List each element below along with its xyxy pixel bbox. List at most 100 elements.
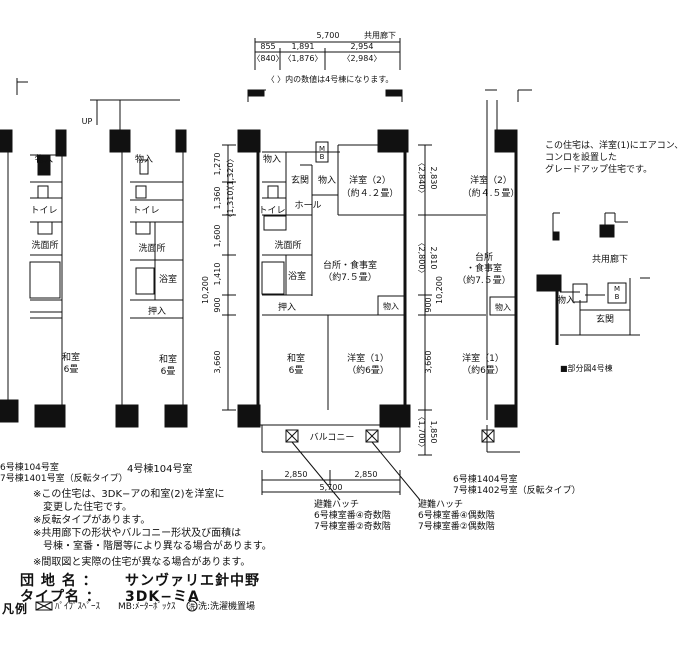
room-monoire-main: 物入 [263, 153, 281, 165]
notes-block: ※この住宅は、3DK−アの和室(2)を洋室に 変更した住宅です。 ※反転タイプが… [33, 489, 272, 552]
room-oshiire-104: 押入 [148, 305, 166, 317]
dim-2830: 2,830 [429, 167, 438, 190]
dim-top-c-alt: 〈2,984〉 [343, 54, 382, 63]
room-oshiire-main: 押入 [278, 301, 296, 313]
dim-1600: 1,600 [213, 225, 222, 248]
dim-top-total: 5,700 [317, 31, 340, 40]
diff-note: ※間取図と実際の住宅が異なる場合があります。 [33, 557, 251, 568]
room-monoire-main-2: 物入 [318, 174, 336, 186]
legend-label: 凡例 [2, 602, 29, 616]
dim-1700: 〈1,700〉 [417, 413, 426, 452]
bracket-note: 〈 〉内の数値は4号棟になります。 [267, 74, 394, 84]
room-corridor-partial: 共用廊下 [592, 253, 628, 265]
dim-1360: 1,360 [213, 187, 222, 210]
caption-hatch-left: 避難ハッチ 6号棟室番④奇数階 7号棟室番②奇数階 [314, 500, 391, 532]
room-senmen-main: 洗面所 [274, 239, 301, 251]
room-monoire-left: 物入 [35, 153, 53, 165]
dim-2810: 2,810 [429, 247, 438, 270]
room-senmen-104: 洗面所 [138, 242, 165, 254]
room-about75-right: （約7.５畳） [457, 274, 511, 286]
room-genkan-partial: 玄関 [596, 313, 614, 325]
room-balcony-main: バルコニー [310, 432, 355, 443]
room-toilet-main: トイレ [258, 206, 285, 216]
dim-3660-left: 3,660 [213, 351, 222, 374]
dim-900-right: 900 [424, 297, 433, 312]
dim-1270: 1,270 [213, 153, 222, 176]
dim-bottom-a: 2,850 [285, 470, 308, 479]
room-yoku-main: 浴室 [288, 270, 306, 282]
dim-1850: 1,850 [429, 421, 438, 444]
dim-top-a: 855 [260, 42, 275, 51]
room-youshitsu2-main: 洋室（2） [349, 174, 391, 186]
room-6jo-104: 6畳 [161, 366, 176, 377]
dim-1310: 〈1,310〉 [226, 183, 235, 222]
caption-hatch-right: 避難ハッチ 6号棟室番④偶数階 7号棟室番②偶数階 [418, 500, 495, 532]
wash-legend-char: 洗 [189, 602, 196, 611]
room-daidokoro-right-2: ・食事室 [466, 262, 502, 274]
dim-top-b: 1,891 [292, 42, 315, 51]
room-youshitsu1-main: 洋室（1） [347, 352, 389, 364]
room-washitsu-104: 和室 [159, 353, 177, 365]
top-dimension-lines [254, 38, 401, 70]
caption-left-plan: 6号棟104号室 7号棟1401号室（反転タイプ） [0, 463, 128, 484]
dim-2840: 〈2,840〉 [417, 159, 426, 198]
room-genkan-main: 玄関 [291, 174, 309, 186]
room-6jo-main: 6畳 [289, 365, 304, 376]
room-monoire-104: 物入 [135, 153, 153, 165]
dim-1320: 〈1,320〉 [226, 155, 235, 194]
room-about75-main: （約7.５畳） [323, 271, 377, 283]
room-6jo-left: 6畳 [64, 364, 79, 375]
legend-wash: 洗:洗濯機置場 [198, 602, 256, 612]
main-left-dimension-lines [222, 144, 236, 411]
caption-plan-104: 4号棟104号室 [127, 464, 193, 475]
mb-main-2: B [320, 153, 325, 161]
room-youshitsu1-right: 洋室（1） [462, 352, 504, 364]
dim-bottom-total: 5,700 [320, 483, 343, 492]
up-label: UP [82, 117, 93, 126]
legend-meter-box: MB:ﾒｰﾀｰﾎﾞｯｸｽ [118, 602, 176, 612]
room-youshitsu2-right: 洋室（2） [470, 174, 512, 186]
room-daidokoro-right-1: 台所 [475, 251, 493, 263]
dim-3660-right: 3,660 [424, 351, 433, 374]
room-toilet-left: トイレ [30, 206, 57, 216]
wash-legend-symbol [186, 600, 198, 612]
grade-up-note: この住宅は、洋室(1)にエアコン、 コンロを設置した グレードアップ住宅です。 [545, 141, 684, 175]
dim-10200-right: 10,200 [435, 276, 444, 304]
room-daidokoro-main: 台所・食事室 [323, 259, 377, 271]
plan-left-walls [0, 78, 67, 428]
room-hall-main: ホール [294, 200, 321, 211]
type-label: タイプ名 ： [20, 589, 101, 605]
room-monoire-partial: 物入 [557, 294, 575, 306]
room-about45-right: （約４.５畳） [463, 187, 520, 199]
room-about6-right: （約6畳） [462, 364, 504, 376]
partial-plan-caption: ■部分図4号棟 [560, 364, 613, 373]
bottom-dimension-lines [261, 470, 401, 495]
plan-right-walls [430, 89, 532, 453]
mb-partial-2: B [615, 293, 620, 301]
plan-main-walls [237, 89, 421, 501]
mb-main-1: M [319, 145, 325, 153]
dim-top-a-alt: 〈840〉 [252, 54, 283, 63]
room-washitsu-main: 和室 [287, 352, 305, 364]
danchi-label: 団 地 名 ： [20, 573, 98, 589]
room-yoku-104: 浴室 [159, 273, 177, 285]
room-monoire-main-3: 物入 [383, 301, 399, 311]
dim-top-b-alt: 〈1,876〉 [284, 54, 323, 63]
pipe-space-legend-symbol [35, 601, 53, 611]
room-toilet-104: トイレ [132, 206, 159, 216]
room-senmen-left: 洗面所 [31, 239, 58, 251]
dim-1410: 1,410 [213, 263, 222, 286]
room-about6-main: （約6畳） [347, 364, 389, 376]
dim-top-c: 2,954 [351, 42, 374, 51]
plan-104-walls [90, 99, 188, 428]
legend-pipe-space: ﾊﾟｲﾌﾟｽﾍﾟｰｽ [55, 602, 101, 612]
type-value: 3DK−ミA [125, 589, 200, 605]
dim-top-corridor: 共用廊下 [364, 30, 396, 40]
dim-900-left: 900 [213, 297, 222, 312]
danchi-value: サンヴァリエ針中野 [125, 573, 260, 589]
room-washitsu-left: 和室 [62, 351, 80, 363]
partial-plan-walls [536, 212, 650, 345]
main-right-dimension-lines [418, 144, 432, 456]
dim-10200-left: 10,200 [201, 276, 210, 304]
